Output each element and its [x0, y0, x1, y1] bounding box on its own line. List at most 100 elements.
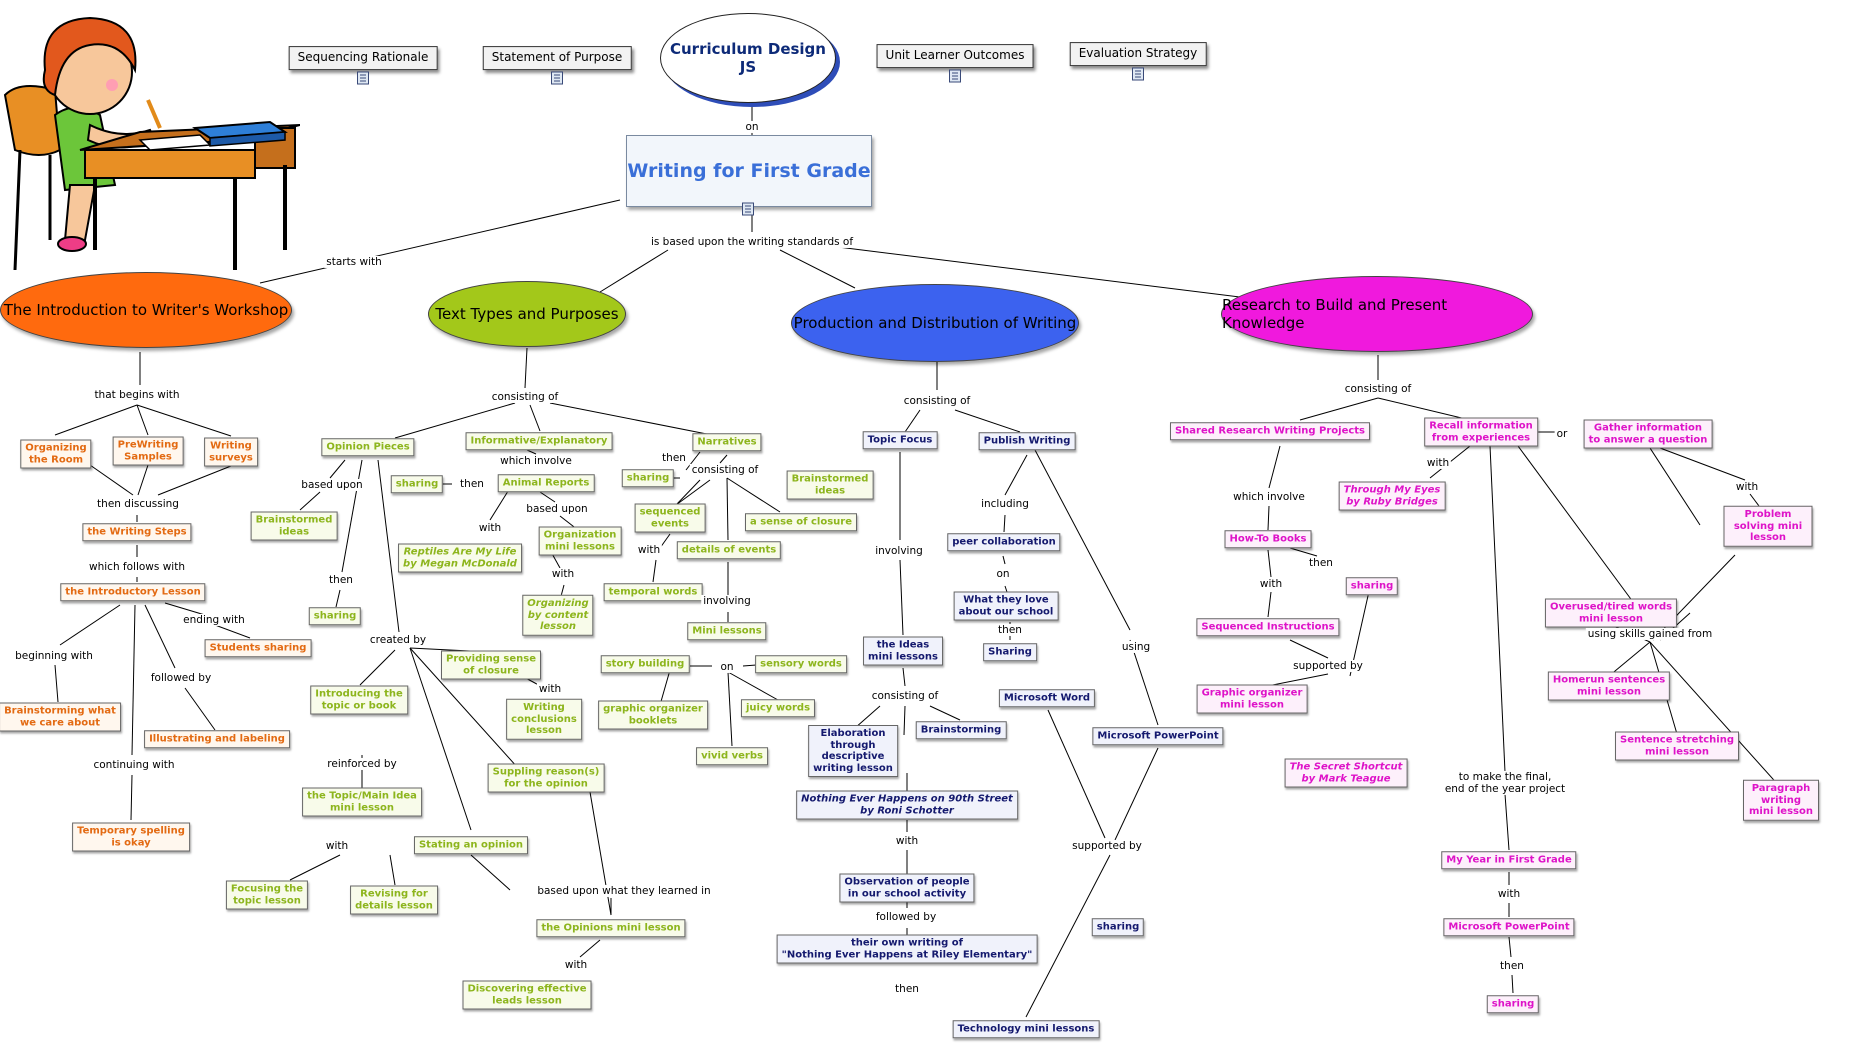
- concept-node[interactable]: peer collaboration: [947, 533, 1061, 551]
- concept-node[interactable]: My Year in First Grade: [1441, 851, 1577, 869]
- connector-line: [549, 402, 728, 439]
- concept-node[interactable]: Providing sense of closure: [440, 650, 542, 680]
- concept-node[interactable]: Students sharing: [204, 639, 312, 657]
- concept-node[interactable]: PreWriting Samples: [112, 436, 184, 466]
- main-title-node[interactable]: Writing for First Grade: [626, 135, 872, 207]
- concept-node[interactable]: Microsoft PowerPoint: [1092, 727, 1224, 745]
- concept-node[interactable]: story building: [600, 655, 690, 673]
- curriculum-design-node[interactable]: Curriculum Design JS: [660, 13, 836, 103]
- concept-node[interactable]: the Topic/Main Idea mini lesson: [302, 787, 422, 817]
- concept-node[interactable]: Microsoft PowerPoint: [1443, 918, 1575, 936]
- evaluation-strategy-button[interactable]: Evaluation Strategy: [1069, 42, 1207, 66]
- category-text-types[interactable]: Text Types and Purposes: [428, 281, 626, 347]
- connector-line: [675, 479, 701, 506]
- link-label: starts with: [324, 255, 384, 269]
- concept-node[interactable]: Recall information from experiences: [1424, 417, 1538, 447]
- concept-node[interactable]: Sharing: [983, 643, 1037, 661]
- concept-node[interactable]: Animal Reports: [497, 474, 595, 492]
- concept-node[interactable]: Publish Writing: [978, 432, 1076, 450]
- concept-node[interactable]: sharing: [621, 469, 675, 487]
- concept-node[interactable]: the Writing Steps: [82, 523, 192, 541]
- concept-node[interactable]: Temporary spelling is okay: [72, 822, 190, 852]
- concept-node[interactable]: vivid verbs: [696, 747, 768, 765]
- concept-node[interactable]: Homerun sentences mini lesson: [1547, 671, 1671, 701]
- statement-of-purpose-button[interactable]: Statement of Purpose: [482, 46, 632, 70]
- concept-node[interactable]: graphic organizer booklets: [598, 700, 708, 730]
- concept-node[interactable]: The Secret Shortcut by Mark Teague: [1284, 758, 1408, 788]
- concept-node[interactable]: Graphic organizer mini lesson: [1196, 684, 1308, 714]
- concept-node[interactable]: Introducing the topic or book: [310, 685, 408, 715]
- concept-node[interactable]: Informative/Explanatory: [465, 432, 613, 450]
- concept-node[interactable]: the Opinions mini lesson: [536, 919, 686, 937]
- concept-node[interactable]: Sentence stretching mini lesson: [1615, 731, 1739, 761]
- concept-node[interactable]: sensory words: [755, 655, 847, 673]
- link-label: based upon what they learned in: [535, 884, 713, 898]
- connector-line: [1267, 591, 1272, 618]
- connector-line: [1508, 936, 1512, 958]
- concept-node[interactable]: Writing conclusions lesson: [506, 698, 582, 740]
- concept-node[interactable]: What they love about our school: [953, 591, 1059, 621]
- concept-node[interactable]: Overused/tired words mini lesson: [1544, 598, 1678, 628]
- category-label: Production and Distribution of Writing: [793, 314, 1077, 332]
- concept-node[interactable]: Narratives: [692, 433, 762, 451]
- category-research[interactable]: Research to Build and Present Knowledge: [1221, 276, 1533, 352]
- concept-node[interactable]: sharing: [1486, 995, 1540, 1013]
- concept-node[interactable]: Technology mini lessons: [952, 1020, 1100, 1038]
- concept-node[interactable]: sharing: [308, 607, 362, 625]
- category-label: Research to Build and Present Knowledge: [1222, 296, 1448, 332]
- concept-node[interactable]: How-To Books: [1224, 530, 1312, 548]
- sequencing-rationale-button[interactable]: Sequencing Rationale: [288, 46, 438, 70]
- concept-node[interactable]: Focusing the topic lesson: [225, 880, 309, 910]
- concept-node[interactable]: Nothing Ever Happens on 90th Street by R…: [796, 790, 1018, 820]
- concept-node[interactable]: details of events: [676, 541, 782, 559]
- document-icon[interactable]: [742, 202, 754, 216]
- concept-node[interactable]: Shared Research Writing Projects: [1169, 422, 1371, 440]
- connector-line: [359, 649, 396, 686]
- concept-node[interactable]: Organizing by content lesson: [522, 594, 594, 636]
- concept-node[interactable]: Brainstorming: [915, 721, 1007, 739]
- concept-node[interactable]: Through My Eyes by Ruby Bridges: [1338, 481, 1446, 511]
- concept-node[interactable]: Brainstorming what we care about: [0, 702, 121, 732]
- concept-node[interactable]: Brainstormed ideas: [250, 511, 338, 541]
- concept-node[interactable]: sharing: [390, 475, 444, 493]
- concept-node[interactable]: Problem solving mini lesson: [1723, 505, 1813, 547]
- concept-node[interactable]: Reptiles Are My Life by Megan McDonald: [398, 543, 522, 573]
- link-label: consisting of: [869, 689, 941, 703]
- unit-learner-outcomes-button[interactable]: Unit Learner Outcomes: [876, 44, 1034, 68]
- link-label: with: [1424, 456, 1452, 470]
- concept-node[interactable]: the Ideas mini lessons: [863, 636, 943, 666]
- concept-node[interactable]: Stating an opinion: [413, 836, 529, 854]
- concept-node[interactable]: Writing surveys: [204, 437, 258, 467]
- document-icon[interactable]: [1132, 67, 1144, 81]
- document-icon[interactable]: [551, 71, 563, 85]
- concept-node[interactable]: Elaboration through descriptive writing …: [808, 725, 898, 777]
- concept-node[interactable]: Mini lessons: [687, 622, 767, 640]
- concept-node[interactable]: Opinion Pieces: [321, 438, 415, 456]
- concept-node[interactable]: Gather information to answer a question: [1583, 419, 1713, 449]
- document-icon[interactable]: [357, 71, 369, 85]
- concept-node[interactable]: temporal words: [603, 583, 703, 601]
- concept-node[interactable]: Organization mini lessons: [538, 526, 622, 556]
- document-icon[interactable]: [949, 69, 961, 83]
- concept-node[interactable]: Organizing the Room: [20, 439, 92, 469]
- concept-node[interactable]: their own writing of "Nothing Ever Happe…: [776, 934, 1038, 964]
- link-label: beginning with: [13, 649, 95, 663]
- concept-node[interactable]: juicy words: [740, 699, 816, 717]
- concept-node[interactable]: sequenced events: [634, 503, 706, 533]
- concept-node[interactable]: Revising for details lesson: [350, 885, 438, 915]
- concept-node[interactable]: Microsoft Word: [998, 689, 1096, 707]
- concept-node[interactable]: Paragraph writing mini lesson: [1743, 779, 1819, 821]
- concept-node[interactable]: Sequenced Instructions: [1196, 618, 1340, 636]
- concept-node[interactable]: sharing: [1091, 918, 1145, 936]
- concept-node[interactable]: sharing: [1345, 577, 1399, 595]
- category-writers-workshop[interactable]: The Introduction to Writer's Workshop: [0, 272, 292, 348]
- concept-node[interactable]: Observation of people in our school acti…: [839, 873, 975, 903]
- concept-node[interactable]: a sense of closure: [744, 513, 858, 531]
- concept-node[interactable]: the Introductory Lesson: [60, 583, 206, 601]
- concept-node[interactable]: Topic Focus: [862, 431, 938, 449]
- category-production-distribution[interactable]: Production and Distribution of Writing: [791, 284, 1079, 362]
- concept-node[interactable]: Brainstormed ideas: [786, 470, 874, 500]
- concept-node[interactable]: Discovering effective leads lesson: [462, 980, 592, 1010]
- concept-node[interactable]: Suppling reason(s) for the opinion: [487, 763, 605, 793]
- concept-node[interactable]: Illustrating and labeling: [144, 730, 290, 748]
